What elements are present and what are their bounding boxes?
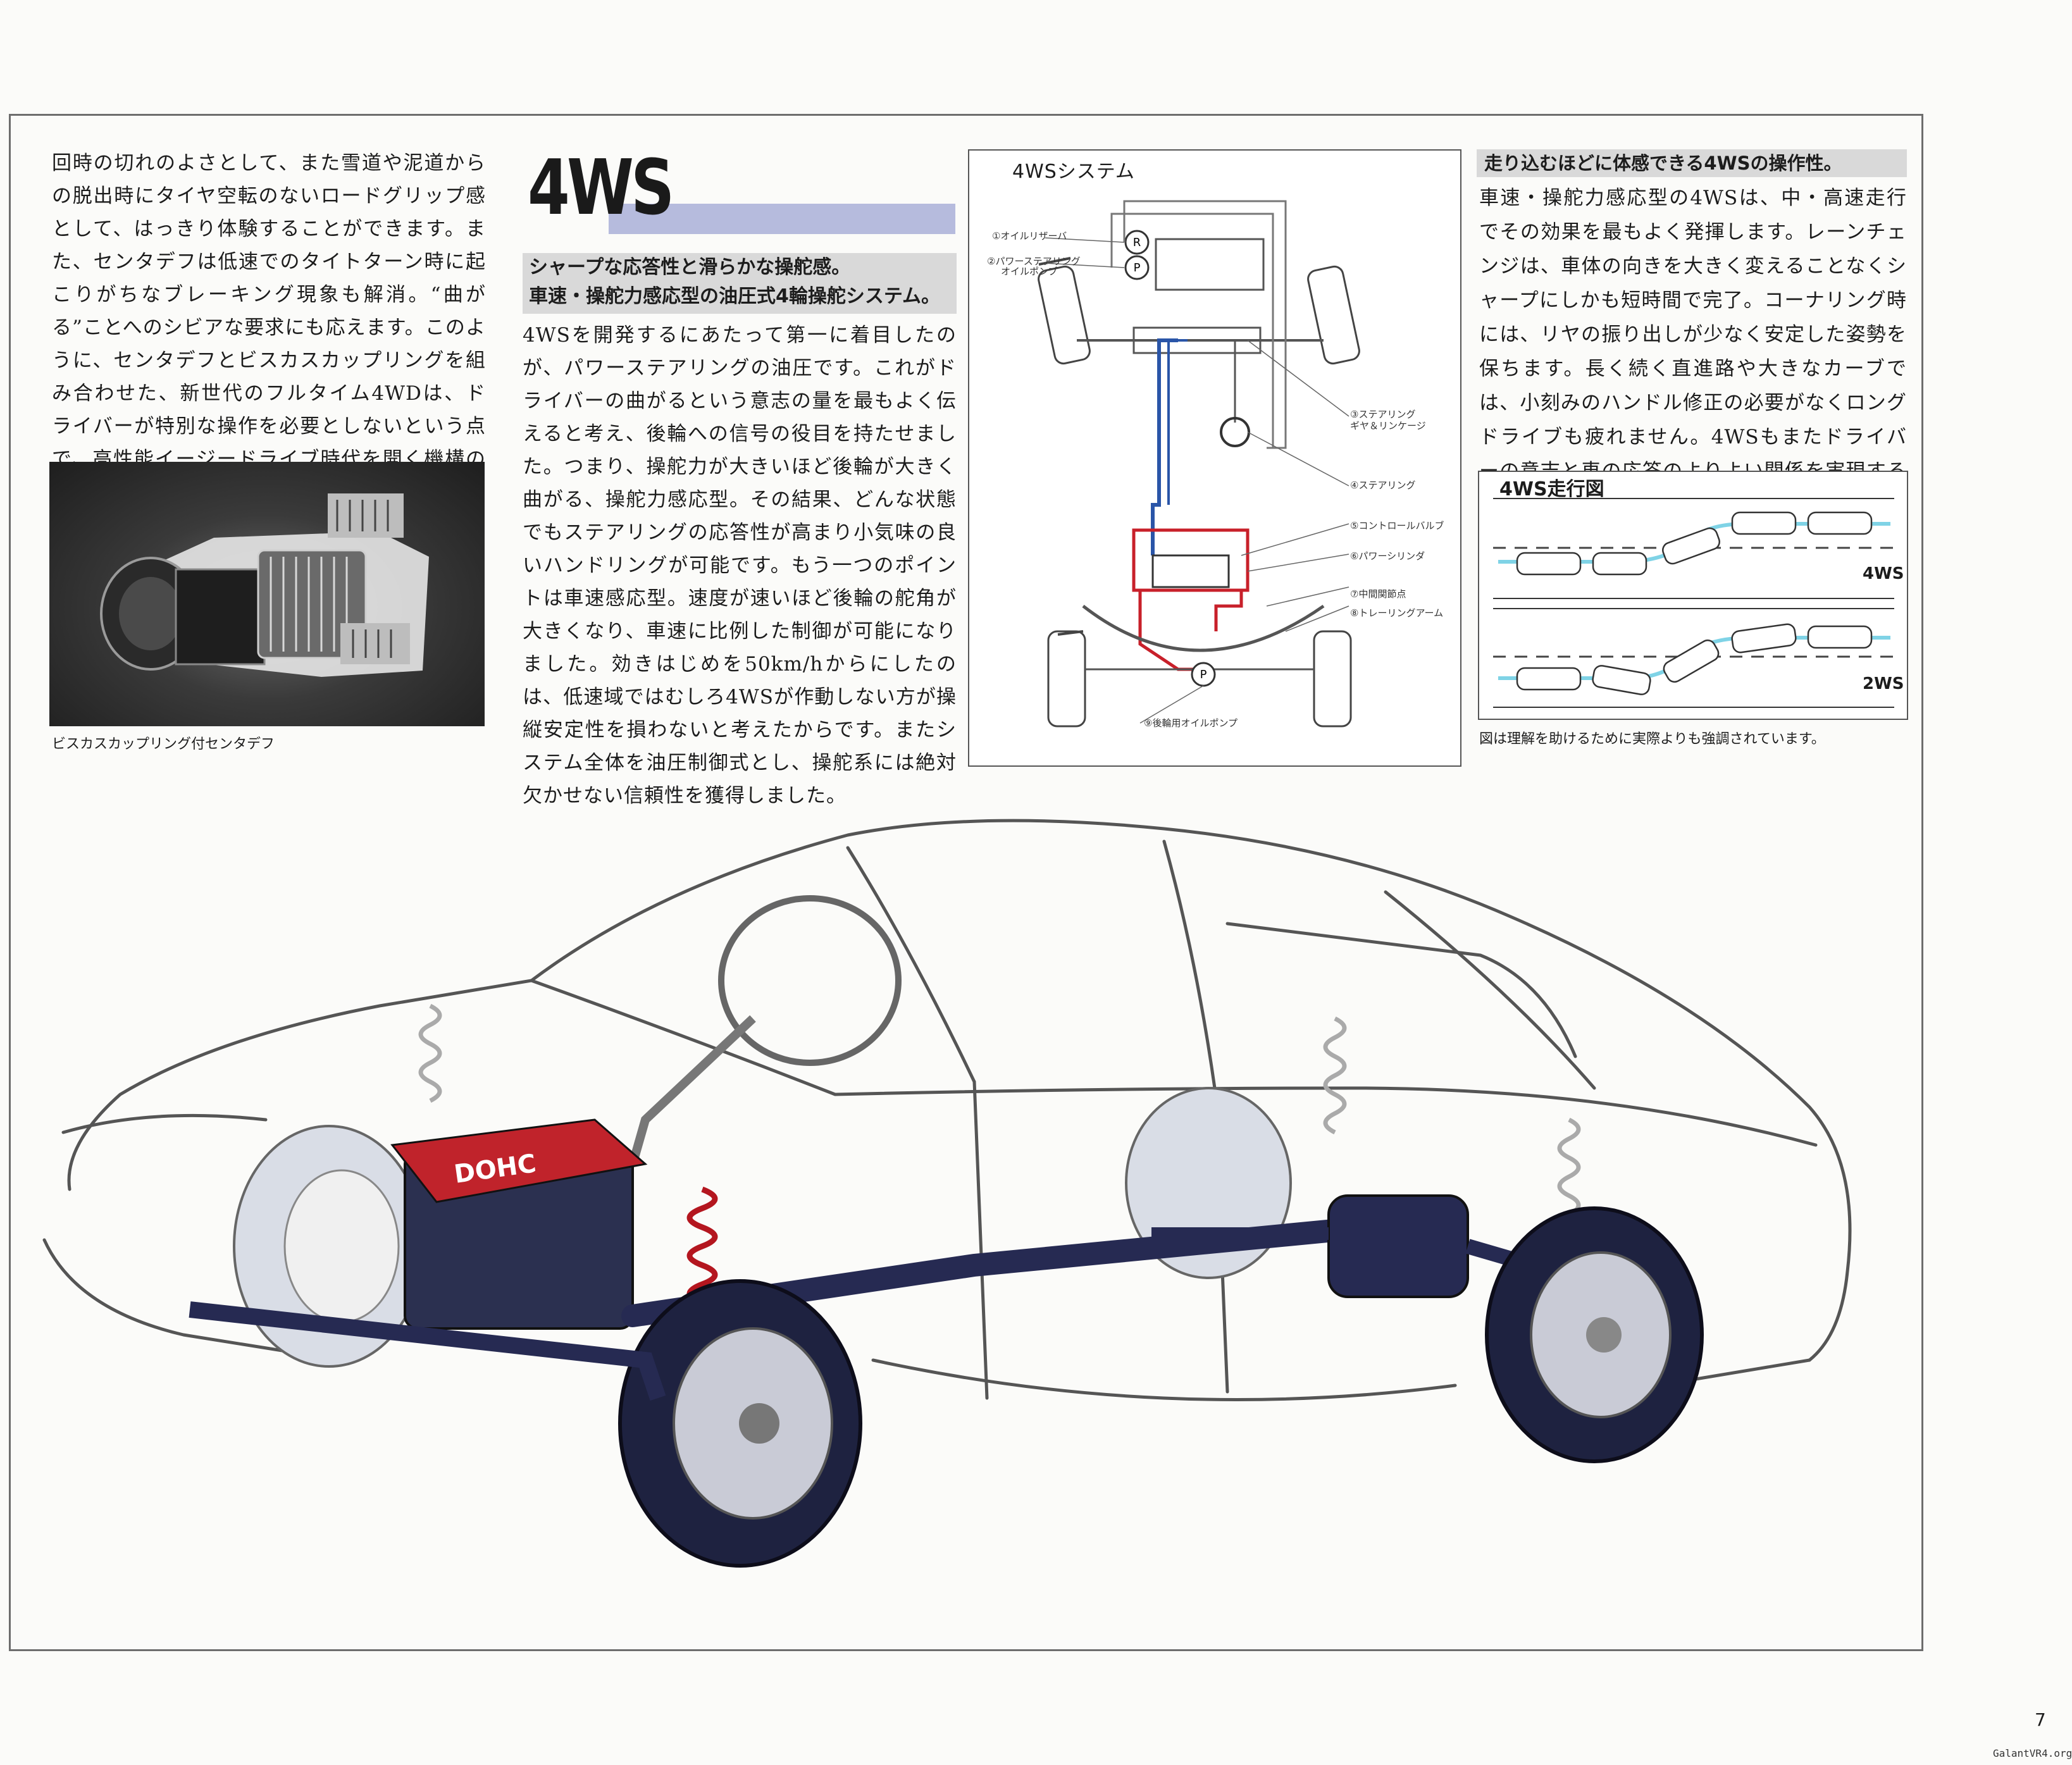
lane-change-schematic — [1493, 498, 1894, 708]
middle-body-text: 4WSを開発するにあたって第一に着目したのが、パワーステアリングの油圧です。これ… — [523, 324, 957, 807]
system-schematic: R P P — [1038, 200, 1360, 728]
subheading-line-2: 車速・操舵力感応型の油圧式4輪操舵システム。 — [529, 285, 940, 307]
source-credit: GalantVR4.org — [1993, 1747, 2072, 1759]
label-oil-pump: オイルポンプ — [1001, 266, 1058, 277]
label-steering-gear: ③ステアリング — [1350, 409, 1416, 420]
running-diagram-note: 図は理解を助けるために実際よりも強調されています。 — [1479, 731, 1825, 747]
label-oil-reservoir: ①オイルリザーバ — [992, 230, 1067, 242]
running-diagram — [1478, 471, 1908, 720]
pump-letter: P — [1134, 261, 1141, 275]
label-rear-oil-pump: ⑨後輪用オイルポンプ — [1144, 717, 1238, 729]
left-body-text: 回時の切れのよさとして、また雪道や泥道からの脱出時にタイヤ空転のないロードグリッ… — [52, 152, 486, 504]
section-subheading: シャープな応答性と滑らかな操舵感。 車速・操舵力感応型の油圧式4輪操舵システム。 — [523, 253, 957, 314]
viscous-coupling-center-diff-image — [100, 493, 429, 677]
running-diagram-title: 4WS走行図 — [1499, 478, 1604, 500]
label-power-cylinder: ⑥パワーシリンダ — [1350, 550, 1425, 562]
car-cutaway-illustration: DOHC — [42, 819, 1852, 1568]
heading-accent-bar — [609, 204, 955, 234]
reservoir-letter: R — [1133, 236, 1141, 249]
page-number: 7 — [2035, 1709, 2046, 1730]
rear-pump-letter: P — [1200, 668, 1207, 681]
label-control-valve: ⑤コントロールバルブ — [1350, 520, 1444, 531]
label-power-steering: ②パワーステアリング — [987, 256, 1081, 267]
system-diagram-title: 4WSシステム — [1012, 161, 1135, 183]
section-heading-4ws: 4WS — [528, 144, 674, 232]
center-diff-photo — [49, 462, 485, 726]
lane-label-2ws: 2WS — [1863, 674, 1904, 693]
4ws-system-diagram: R P P — [968, 149, 1461, 767]
label-trailing-arm: ⑧トレーリングアーム — [1350, 607, 1444, 619]
page-frame — [9, 114, 1923, 1651]
photo-caption: ビスカスカップリング付センタデフ — [52, 736, 275, 752]
label-intermediate-joint: ⑦中間関節点 — [1350, 588, 1406, 600]
label-steering: ④ステアリング — [1350, 480, 1416, 491]
label-linkage: ギヤ＆リンケージ — [1350, 420, 1426, 431]
subheading-line-1: シャープな応答性と滑らかな操舵感。 — [529, 256, 851, 278]
lane-label-4ws: 4WS — [1863, 564, 1904, 583]
right-section-heading: 走り込むほどに体感できる4WSの操作性。 — [1477, 149, 1907, 177]
